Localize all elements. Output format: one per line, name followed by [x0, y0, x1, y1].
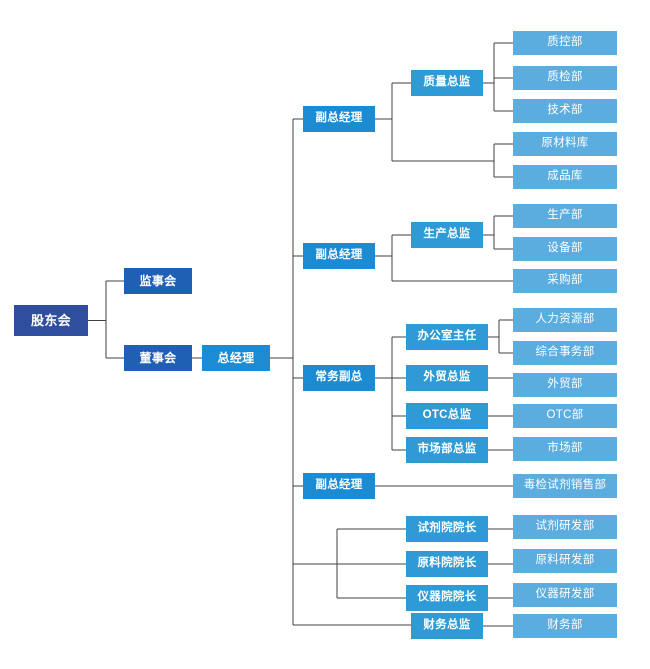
node-production-department[interactable]: 生产部 [513, 204, 617, 228]
node-toxicology-reagent-sales-department[interactable]: 毒检试剂销售部 [513, 474, 617, 498]
node-otc-director[interactable]: OTC总监 [406, 403, 488, 429]
node-purchasing-department[interactable]: 采购部 [513, 269, 617, 293]
node-material-rd-department[interactable]: 原料研发部 [513, 549, 617, 573]
node-marketing-department[interactable]: 市场部 [513, 437, 617, 461]
node-production-director[interactable]: 生产总监 [411, 222, 483, 248]
node-finance-director[interactable]: 财务总监 [411, 613, 483, 639]
node-otc-department[interactable]: OTC部 [513, 404, 617, 428]
node-quality-director[interactable]: 质量总监 [411, 70, 483, 96]
node-finished-goods-warehouse[interactable]: 成品库 [513, 165, 617, 189]
node-raw-material-warehouse[interactable]: 原材料库 [513, 132, 617, 156]
node-vice-president-toxicology[interactable]: 副总经理 [303, 473, 375, 499]
node-executive-vice-president[interactable]: 常务副总 [303, 365, 375, 391]
node-vice-president-production[interactable]: 副总经理 [303, 243, 375, 269]
node-instrument-rd-department[interactable]: 仪器研发部 [513, 583, 617, 607]
node-board-of-directors[interactable]: 董事会 [124, 345, 192, 371]
node-marketing-director[interactable]: 市场部总监 [406, 437, 488, 463]
node-reagent-institute-dean[interactable]: 试剂院院长 [406, 516, 488, 542]
node-foreign-trade-director[interactable]: 外贸总监 [406, 365, 488, 391]
node-technology-department[interactable]: 技术部 [513, 99, 617, 123]
node-equipment-department[interactable]: 设备部 [513, 237, 617, 261]
node-reagent-rd-department[interactable]: 试剂研发部 [513, 515, 617, 539]
node-quality-inspection-department[interactable]: 质检部 [513, 66, 617, 90]
node-general-affairs-department[interactable]: 综合事务部 [513, 341, 617, 365]
node-quality-control-department[interactable]: 质控部 [513, 31, 617, 55]
node-vice-president-quality[interactable]: 副总经理 [303, 106, 375, 132]
node-human-resources-department[interactable]: 人力资源部 [513, 308, 617, 332]
node-office-director[interactable]: 办公室主任 [406, 324, 488, 350]
node-general-manager[interactable]: 总经理 [202, 345, 270, 371]
node-foreign-trade-department[interactable]: 外贸部 [513, 373, 617, 397]
node-material-institute-dean[interactable]: 原料院院长 [406, 551, 488, 577]
node-supervisory-board[interactable]: 监事会 [124, 268, 192, 294]
node-shareholders-meeting[interactable]: 股东会 [14, 305, 88, 336]
node-instrument-institute-dean[interactable]: 仪器院院长 [406, 585, 488, 611]
node-finance-department[interactable]: 财务部 [513, 614, 617, 638]
